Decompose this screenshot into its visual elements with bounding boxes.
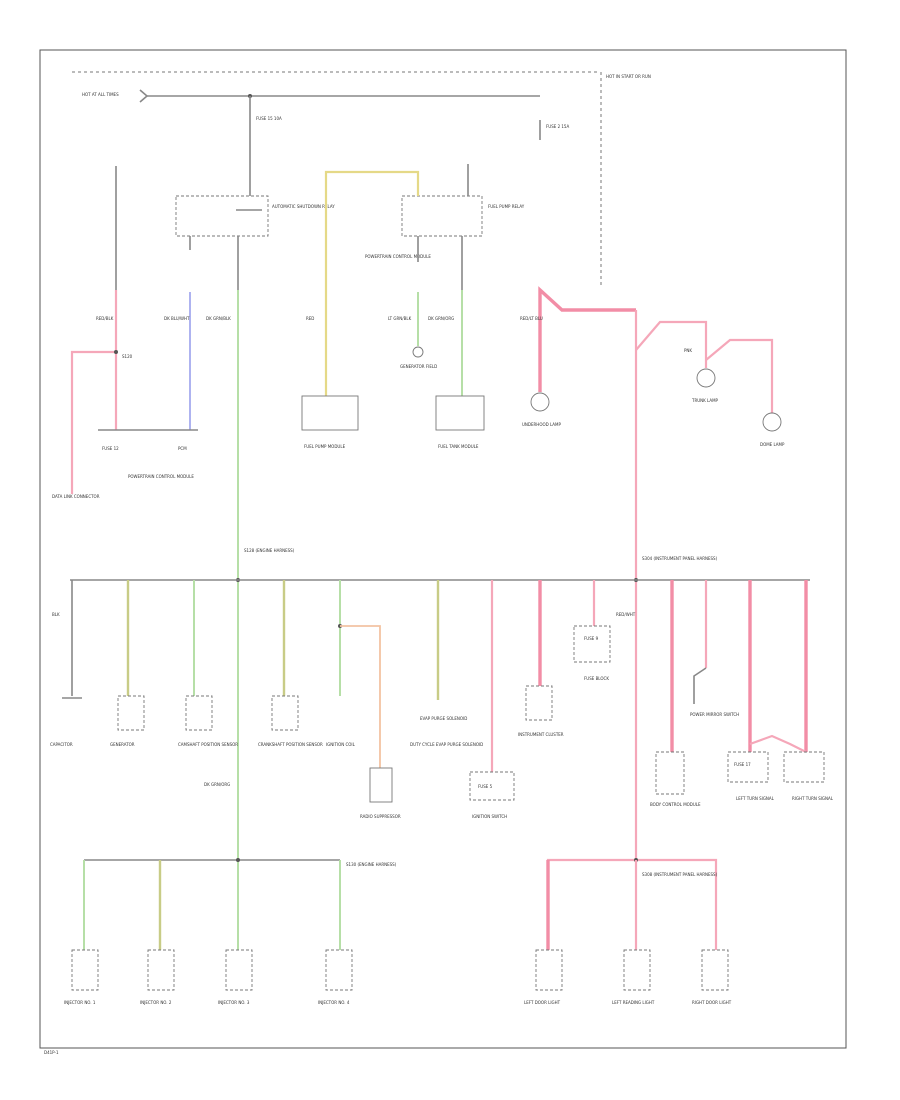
wire-code-11: DK GRN/ORG bbox=[204, 782, 230, 787]
underhood-lamp bbox=[530, 392, 550, 412]
fuse-9-box bbox=[573, 625, 611, 663]
fuse-top-label: FUSE 15 10A bbox=[256, 116, 282, 121]
dome-lamp-label: DOME LAMP bbox=[760, 442, 785, 447]
fuse-block-label: FUSE BLOCK bbox=[584, 676, 609, 681]
red-wire-trunk bbox=[635, 320, 708, 368]
power-mirror-switch bbox=[693, 667, 707, 704]
red-wire-dome bbox=[705, 338, 774, 414]
fuel-tank-label: FUEL TANK MODULE bbox=[438, 444, 479, 449]
yellow-wire-loop bbox=[324, 170, 420, 396]
dome-lamp bbox=[762, 412, 782, 432]
left-reading-box bbox=[623, 949, 651, 991]
cmp-sensor-label: CAMSHAFT POSITION SENSOR bbox=[178, 742, 238, 747]
fuse-mid-label: FUSE 2 15A bbox=[546, 124, 569, 129]
generator-field-terminal bbox=[412, 346, 424, 358]
instrument-cluster-box bbox=[525, 685, 553, 721]
red-wire-underhood bbox=[538, 286, 636, 392]
pcm-left-label-b: POWERTRAIN CONTROL MODULE bbox=[128, 474, 194, 479]
pink-wire-left bbox=[70, 350, 116, 494]
orange-wire-radio bbox=[340, 625, 381, 768]
wire-code-6: DK GRN/ORG bbox=[428, 316, 454, 321]
fuel-pump-module bbox=[301, 395, 359, 431]
splice-pink-bottom-label: S308 (INSTRUMENT PANEL HARNESS) bbox=[642, 872, 718, 877]
left-reading-label: LEFT READING LIGHT bbox=[612, 1000, 655, 1005]
injector-2-box bbox=[147, 949, 175, 991]
ckp-sensor-box bbox=[271, 695, 299, 731]
ign-switch-label: IGNITION SWITCH bbox=[472, 814, 507, 819]
wire-code-1: RED/BLK bbox=[96, 316, 114, 321]
left-door-label: LEFT DOOR LIGHT bbox=[524, 1000, 561, 1005]
injector-3-label: INJECTOR NO. 3 bbox=[218, 1000, 250, 1005]
pcm-note: POWERTRAIN CONTROL MODULE bbox=[365, 254, 431, 259]
right-turn-label: RIGHT TURN SIGNAL bbox=[792, 796, 834, 801]
splice-green-top-label: S128 (ENGINE HARNESS) bbox=[244, 548, 295, 553]
injector-4-label: INJECTOR NO. 4 bbox=[318, 1000, 350, 1005]
right-turn-box bbox=[783, 751, 825, 783]
wire-code-9: PNK bbox=[684, 348, 692, 353]
splice-green-bottom-label: S130 (ENGINE HARNESS) bbox=[346, 862, 397, 867]
ignition-coil-label: IGNITION COIL bbox=[326, 742, 356, 747]
fuse-17-label: FUSE 17 bbox=[734, 762, 751, 767]
left-door-box bbox=[535, 949, 563, 991]
wire-code-3: RED bbox=[306, 316, 314, 321]
wire-code-5: DK BLU/WHT bbox=[164, 316, 190, 321]
right-door-label: RIGHT DOOR LIGHT bbox=[692, 1000, 732, 1005]
wire-code-8: RED/LT BLU bbox=[520, 316, 543, 321]
fuse-5-box bbox=[469, 771, 515, 801]
relay-right-label: FUEL PUMP RELAY bbox=[488, 204, 525, 209]
splice-pink-mid-label: S304 (INSTRUMENT PANEL HARNESS) bbox=[642, 556, 718, 561]
fuse-9-label: FUSE 9 bbox=[584, 636, 599, 641]
injector-1-label: INJECTOR NO. 1 bbox=[64, 1000, 96, 1005]
relay-left-label: AUTOMATIC SHUTDOWN RELAY bbox=[272, 204, 335, 209]
power-source-left-label: HOT AT ALL TIMES bbox=[82, 92, 119, 97]
wire-code-2: DK GRN/BLK bbox=[206, 316, 231, 321]
generator-field-label: GENERATOR FIELD bbox=[400, 364, 437, 369]
pcm-left-label-a: PCM bbox=[178, 446, 187, 451]
injector-3-box bbox=[225, 949, 253, 991]
fuse-17-box bbox=[727, 751, 769, 783]
evap-purge-label: EVAP PURGE SOLENOID bbox=[420, 716, 467, 721]
generator-label: GENERATOR bbox=[110, 742, 135, 747]
generator-box bbox=[117, 695, 145, 731]
splice-green-bottom bbox=[236, 858, 240, 862]
wire-turn-bridge bbox=[749, 734, 807, 753]
left-turn-label: LEFT TURN SIGNAL bbox=[736, 796, 775, 801]
duty-cycle-label: DUTY CYCLE EVAP PURGE SOLENOID bbox=[410, 742, 483, 747]
wire-code-4: LT GRN/BLK bbox=[388, 316, 412, 321]
radio-suppressor-box bbox=[369, 767, 393, 803]
power-mirror-label: POWER MIRROR SWITCH bbox=[690, 712, 739, 717]
cmp-sensor-box bbox=[185, 695, 213, 731]
injector-4-box bbox=[325, 949, 353, 991]
data-link-label: DATA LINK CONNECTOR bbox=[52, 494, 100, 499]
right-door-box bbox=[701, 949, 729, 991]
injector-2-label: INJECTOR NO. 2 bbox=[140, 1000, 172, 1005]
fuse-left-label: FUSE 12 bbox=[102, 446, 119, 451]
body-control-label: BODY CONTROL MODULE bbox=[650, 802, 701, 807]
wire-code-10: RED/WHT bbox=[616, 612, 636, 617]
fuel-pump-label: FUEL PUMP MODULE bbox=[304, 444, 346, 449]
trunk-lamp-label: TRUNK LAMP bbox=[691, 398, 719, 403]
underhood-lamp-label: UNDERHOOD LAMP bbox=[522, 422, 561, 427]
fuel-tank-module bbox=[435, 395, 485, 431]
splice-left-label: S120 bbox=[122, 354, 133, 359]
figure-id: D41P-1 bbox=[44, 1050, 59, 1055]
instrument-cluster-label: INSTRUMENT CLUSTER bbox=[518, 732, 564, 737]
radio-suppressor-label: RADIO SUPPRESSOR bbox=[360, 814, 401, 819]
capacitor-label: CAPACITOR bbox=[50, 742, 73, 747]
diagram-frame bbox=[39, 49, 847, 1049]
ckp-sensor-label: CRANKSHAFT POSITION SENSOR bbox=[258, 742, 323, 747]
power-source-right-label: HOT IN START OR RUN bbox=[606, 74, 651, 79]
relay-right-box bbox=[401, 195, 483, 237]
body-control-box bbox=[655, 751, 685, 795]
fuse-5-label: FUSE 5 bbox=[478, 784, 493, 789]
trunk-lamp bbox=[696, 368, 716, 388]
relay-left-box bbox=[175, 195, 269, 237]
injector-1-box bbox=[71, 949, 99, 991]
top-power-feed bbox=[139, 89, 149, 103]
wire-code-7: BLK bbox=[52, 612, 60, 617]
splice-left bbox=[114, 350, 118, 354]
